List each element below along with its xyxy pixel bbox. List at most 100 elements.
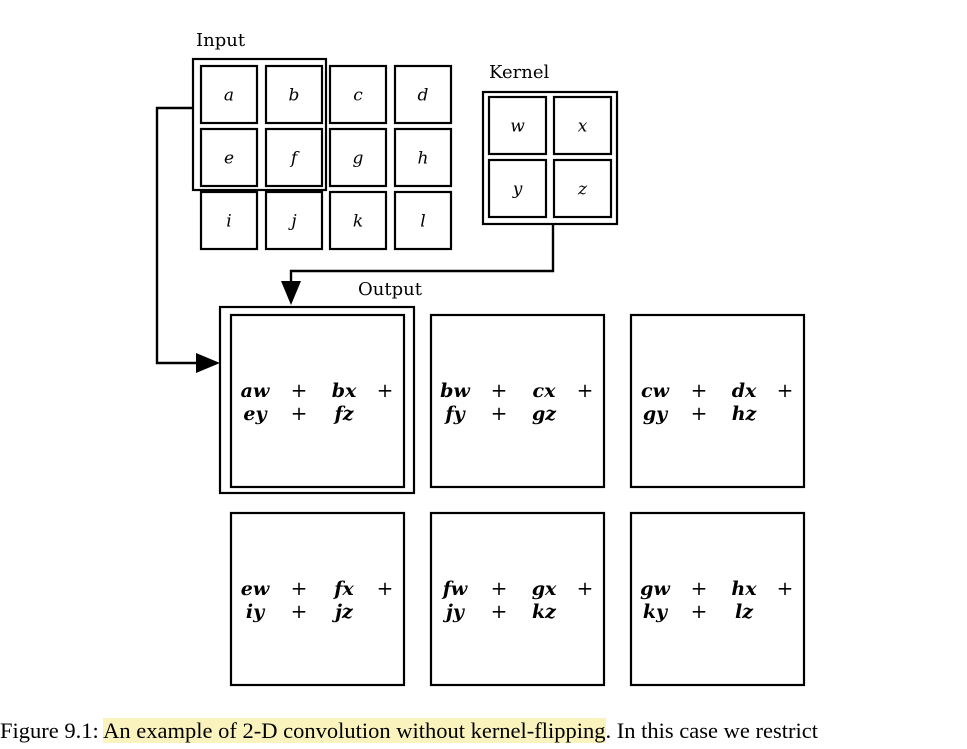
input-window-frame — [191, 57, 328, 192]
input-cell-box — [264, 64, 324, 125]
input-cell-label: f — [289, 149, 300, 169]
input-cell-box — [393, 127, 453, 188]
kernel-cell: x — [552, 95, 613, 156]
kernel-label: Kernel — [489, 62, 549, 83]
plus-operator: + — [777, 576, 794, 600]
output-term: cx — [533, 380, 557, 402]
caption-prefix: Figure 9.1: — [0, 718, 104, 743]
input-cell-box — [199, 64, 259, 125]
input-cell-label: h — [418, 149, 429, 169]
input-cell-label: i — [226, 212, 231, 232]
output-term: aw — [241, 380, 270, 402]
plus-operator: + — [777, 378, 794, 402]
kernel-cell-label: x — [578, 117, 588, 137]
kernel-cell-label: y — [512, 180, 523, 200]
input-cell-label: e — [224, 149, 234, 169]
output-cell-box — [229, 313, 406, 489]
output-term: ky — [643, 601, 669, 623]
input-cell-label: b — [289, 86, 300, 106]
plus-operator: + — [491, 576, 508, 600]
figure-caption: Figure 9.1: An example of 2-D convolutio… — [0, 712, 967, 749]
plus-operator: + — [691, 576, 708, 600]
input-cell-label: l — [420, 212, 425, 232]
output-cell: gw+hx+ky+lz — [629, 511, 806, 687]
input-cell-box — [199, 190, 259, 251]
kernel-cell-box — [487, 158, 548, 219]
arrowhead-right-icon — [196, 353, 220, 373]
plus-operator: + — [691, 599, 708, 623]
input-cell: h — [393, 127, 453, 188]
input-cell: b — [264, 64, 324, 125]
output-term: hz — [732, 403, 758, 425]
output-cell: fw + gx + jy + kz — [429, 511, 606, 687]
input-cell-box — [393, 190, 453, 251]
output-term: kz — [532, 601, 557, 623]
plus-operator: + — [291, 599, 308, 623]
input-label: Input — [196, 30, 246, 51]
output-term: hx — [731, 578, 757, 600]
output-term: ey — [243, 403, 268, 425]
input-cell: c — [328, 64, 388, 125]
input-cell: i — [199, 190, 259, 251]
output-cell: ew+fx+iy+jz — [229, 511, 406, 687]
output-term: fx — [332, 578, 354, 600]
output-term: gx — [532, 578, 557, 600]
input-cell-box — [328, 190, 388, 251]
plus-operator: + — [491, 378, 508, 402]
plus-operator: + — [377, 576, 394, 600]
input-cell: f — [264, 127, 324, 188]
plus-operator: + — [491, 599, 508, 623]
input-cell-label: k — [353, 212, 363, 232]
input-cell: a — [199, 64, 259, 125]
output-cell-box — [229, 511, 406, 687]
input-cell: d — [393, 64, 453, 125]
input-cell-box — [264, 190, 324, 251]
input-cell-label: a — [224, 86, 234, 106]
plus-operator: + — [577, 378, 594, 402]
kernel-cell-box — [552, 95, 613, 156]
output-term: gz — [532, 403, 557, 425]
input-cell-box — [199, 127, 259, 188]
plus-operator: + — [291, 576, 308, 600]
plus-operator: + — [577, 576, 594, 600]
kernel-cell-box — [487, 95, 548, 156]
output-cell-box — [629, 511, 806, 687]
input-cell-label: j — [287, 212, 297, 232]
output-term: fz — [333, 403, 355, 425]
output-term: dx — [732, 380, 757, 402]
output-term: gy — [643, 403, 669, 425]
input-cell-box — [328, 127, 388, 188]
input-cell: e — [199, 127, 259, 188]
kernel-cell: z — [552, 158, 613, 219]
plus-operator: + — [491, 401, 508, 425]
output-term: jy — [442, 601, 466, 623]
caption-rest: . In this case we restrict — [605, 718, 818, 743]
kernel-to-output-connector — [289, 224, 555, 283]
plus-operator: + — [377, 378, 394, 402]
output-term: cw — [641, 380, 670, 402]
output-term: fy — [443, 403, 466, 425]
plus-operator: + — [691, 378, 708, 402]
output-cell-box — [629, 313, 806, 489]
input-cell: j — [264, 190, 324, 251]
output-term: fw — [441, 578, 468, 600]
input-cell-box — [264, 127, 324, 188]
kernel-cell: w — [487, 95, 548, 156]
output-cell-box — [429, 313, 606, 489]
output-grid: aw+bx+ey+fzbw+cx+fy+gzcw+dx+gy+hzew+fx+i… — [229, 313, 806, 687]
output-term: bx — [332, 380, 357, 402]
output-highlight-frame — [218, 305, 416, 495]
output-cell: aw + bx + ey + fz — [229, 313, 406, 489]
output-term: jz — [331, 601, 354, 623]
output-cell-box — [429, 511, 606, 687]
input-cell: g — [328, 127, 388, 188]
output-term: gw — [640, 578, 670, 600]
kernel-cell: y — [487, 158, 548, 219]
plus-operator: + — [291, 378, 308, 402]
output-term: bw — [440, 380, 470, 402]
kernel-cell-box — [552, 158, 613, 219]
plus-operator: + — [691, 401, 708, 425]
input-cell-box — [328, 64, 388, 125]
plus-operator: + — [291, 401, 308, 425]
output-cell: cw + dx + gy + hz — [629, 313, 806, 489]
